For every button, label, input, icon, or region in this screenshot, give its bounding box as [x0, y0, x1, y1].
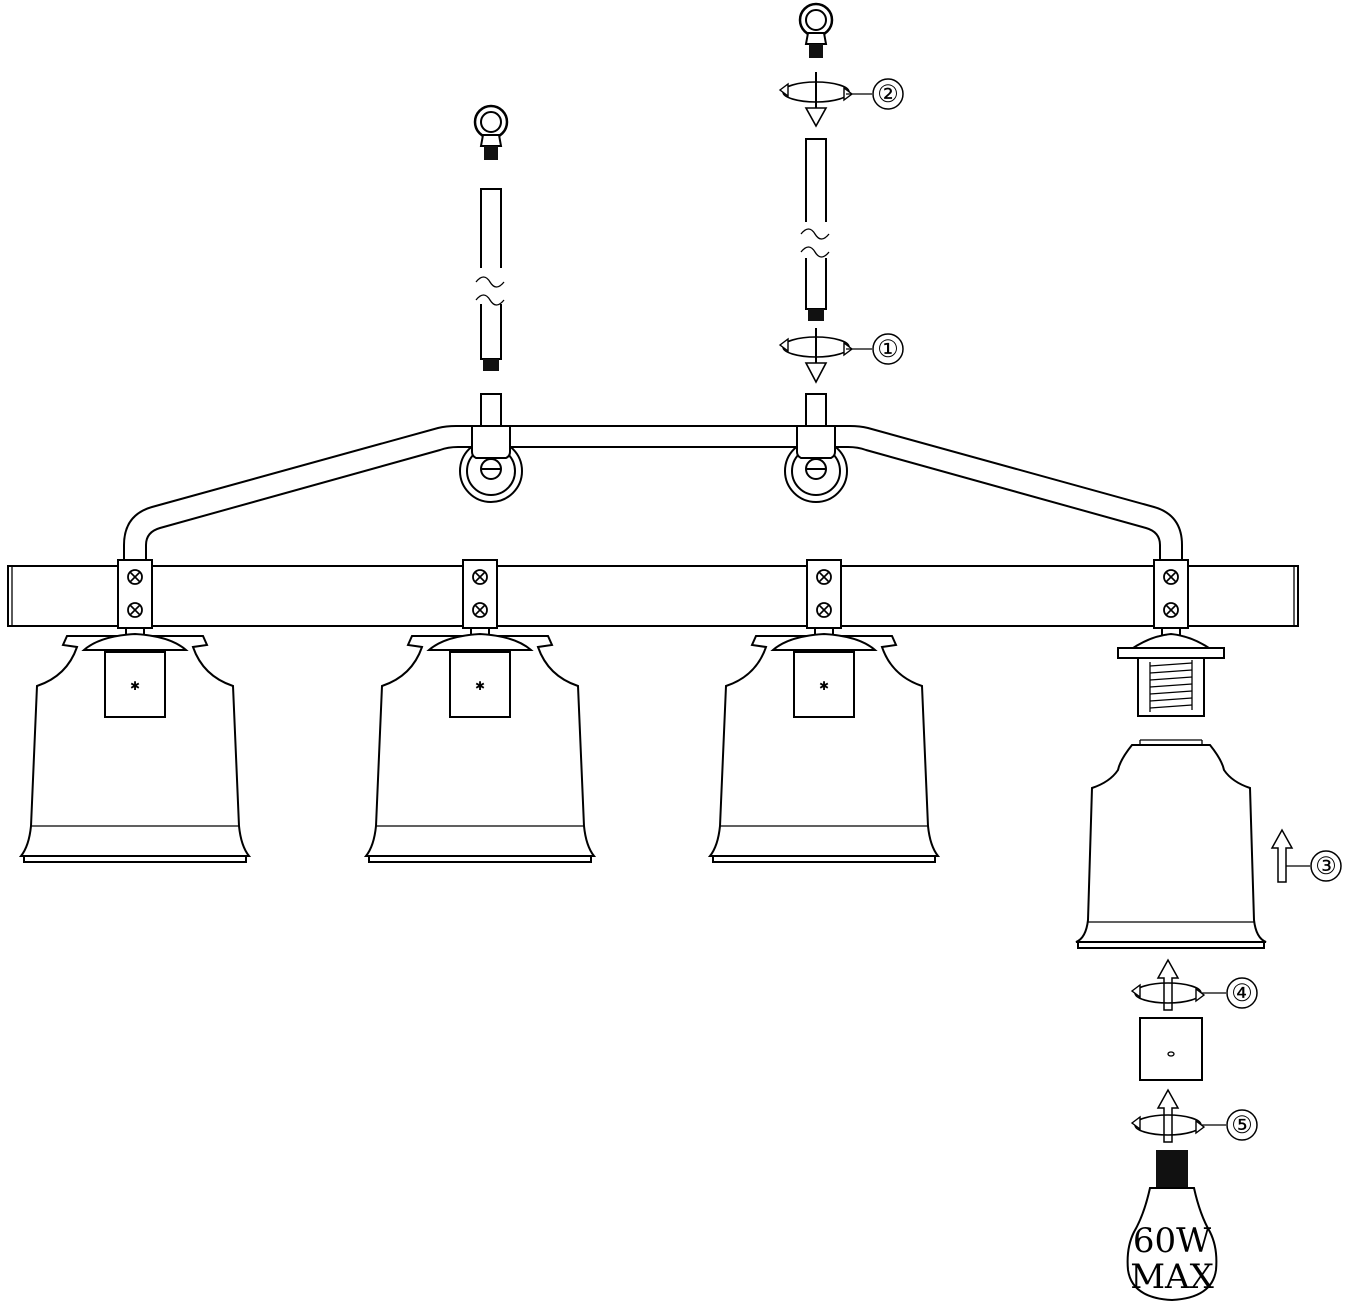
right-rod — [800, 138, 830, 321]
step-3-label: ③ — [1315, 852, 1337, 880]
step-1-label: ① — [877, 335, 899, 363]
svg-text:✱: ✱ — [819, 679, 829, 693]
svg-text:✱: ✱ — [130, 679, 140, 693]
threaded-socket — [1137, 657, 1205, 717]
right-hub — [784, 393, 848, 503]
bulb-wattage: 60W — [1133, 1221, 1211, 1261]
step-2-label: ② — [877, 80, 899, 108]
step-4-label: ④ — [1231, 979, 1253, 1007]
bracket-4 — [1153, 559, 1189, 637]
step-5-callout: ⑤ — [1131, 1088, 1258, 1143]
bracket-2 — [462, 559, 498, 637]
right-hanging-loop — [798, 2, 834, 60]
left-hanging-loop — [473, 104, 509, 162]
bracket-3 — [806, 559, 842, 637]
ring-collar — [1139, 1017, 1203, 1081]
step-1-callout: ① — [846, 333, 904, 365]
shade-3: ✱ — [709, 632, 939, 863]
step-5-label: ⑤ — [1231, 1111, 1253, 1139]
right-bottom-rotate-arrow — [779, 328, 853, 384]
shade-1: ✱ — [20, 632, 250, 863]
horizontal-bar — [7, 565, 1299, 627]
step-2-callout: ② — [846, 78, 904, 110]
socket-cup — [1117, 632, 1225, 659]
left-rod — [475, 188, 505, 371]
svg-text:✱: ✱ — [475, 679, 485, 693]
left-hub — [459, 393, 523, 503]
light-bulb: 60W MAX — [1126, 1150, 1218, 1302]
shade-4-exploded — [1075, 739, 1267, 949]
right-top-rotate-arrow — [779, 72, 853, 128]
step-4-callout: ④ — [1131, 958, 1258, 1011]
step-3-callout: ③ — [1270, 828, 1342, 883]
arch-frame — [123, 425, 1183, 560]
bulb-max: MAX — [1130, 1257, 1214, 1297]
shade-2: ✱ — [365, 632, 595, 863]
bracket-1 — [117, 559, 153, 637]
